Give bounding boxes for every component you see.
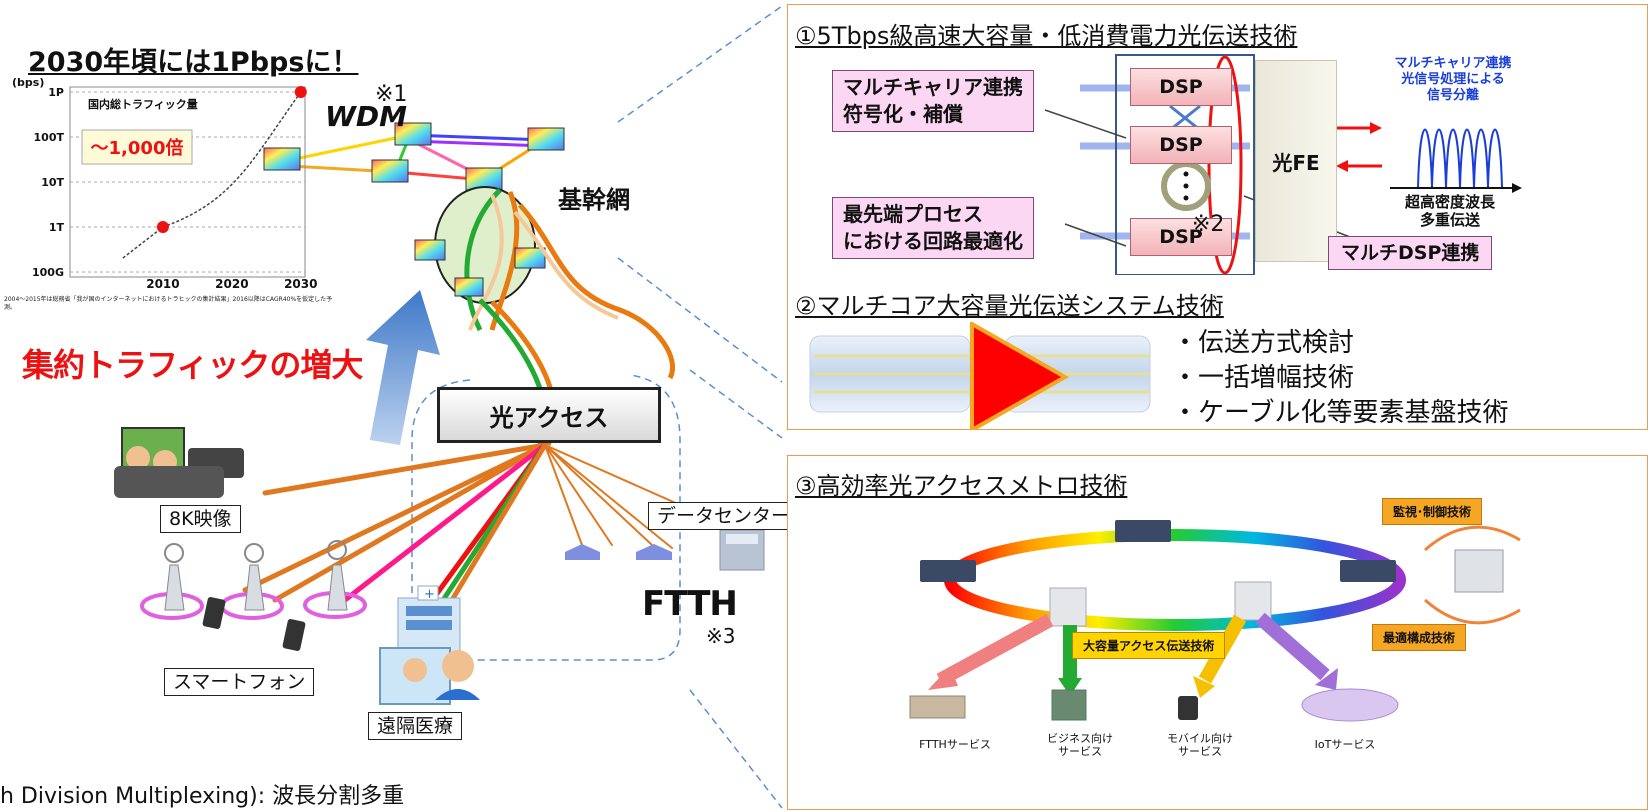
callout1-line2: 符号化・補償 [843,102,963,126]
callout2-line2: における回路最適化 [843,229,1023,253]
svc-business-label: ビジネス向け サービス [1040,732,1120,758]
signal-separation-label: マルチキャリア連携 光信号処理による 信号分離 [1388,56,1518,104]
chart-growth-curve [122,91,302,259]
left-network-diagram: + [114,5,783,809]
zoom-line-access [689,369,783,439]
sep-line1: マルチキャリア連携 [1394,56,1512,71]
home-icons [565,544,672,560]
zoom-line-bottom [689,689,783,809]
bullet-3: ・ケーブル化等要素基盤技術 [1172,398,1509,428]
traffic-arrow [366,290,440,445]
metro-ring [944,529,1406,631]
datacenter-label: データセンター [648,502,800,530]
callout2-line1: 最先端プロセス [843,202,983,226]
zoom-line-top [617,5,783,123]
svc-iot-label: IoTサービス [1314,738,1376,751]
zoom-line-mid [617,257,783,383]
svg-text:+: + [424,587,435,602]
callout-multicarrier: マルチキャリア連携 符号化・補償 [832,70,1034,132]
access-transmission-label: 大容量アクセス伝送技術 [1072,632,1226,659]
chart-y-tick: 1T [49,221,65,234]
chart-x-tick: 2030 [284,277,317,291]
sep-line2: 光信号処理による [1401,72,1505,87]
base-station-icons [140,540,367,620]
backbone-label: 基幹網 [558,186,630,214]
metro-ring-diagram [909,520,1521,722]
headline-text: 2030年頃には1Pbpsに！ [28,47,359,78]
dsp-group-outline [1115,54,1255,275]
telemedicine-label: 遠隔医療 [368,712,463,740]
ftth-label: FTTH [642,584,738,624]
wdm-note: ※1 [375,82,408,107]
red-loop-ellipse [1207,55,1243,275]
dsp-block-2: DSP [1130,126,1232,164]
optical-frontend-block: 光FE [1255,60,1337,262]
callout1-line1: マルチキャリア連携 [843,75,1023,99]
bullet-1: ・伝送方式検討 [1172,328,1355,358]
callout-process: 最先端プロセス における回路最適化 [832,197,1034,259]
chart-x-tick: 2010 [146,277,179,291]
svc-biz-line2: サービス [1058,745,1102,758]
chart-title: 国内総トラフィック量 [88,97,198,111]
8k-video-scene-icon [114,427,244,498]
optical-access-box: 光アクセス [437,387,661,443]
chart-y-unit: (bps) [12,76,44,89]
optimal-config-label: 最適構成技術 [1372,624,1467,651]
chart-data-point [294,86,307,98]
svc-mob-line1: モバイル向け [1167,732,1233,745]
chart-y-tick: 10T [41,176,64,189]
spectrum-plot [1410,128,1510,189]
panel2-bullets: ・伝送方式検討 ・一括増幅技術 ・ケーブル化等要素基盤技術 [1172,326,1508,431]
svc-mob-line2: サービス [1178,745,1222,758]
wdm-line2: 多重伝送 [1419,211,1480,229]
svc-ftth-label: FTTHサービス [919,738,991,751]
traffic-chart: 100G 1T 10T 100T 1P 2010 2020 2030 (bps) 国内総トラフィッ… [12,76,317,291]
chart-x-tick: 2020 [215,277,248,291]
wdm-nodes [263,122,565,191]
dsp-block-1: DSP [1130,68,1232,106]
panel2-heading: ②マルチコア大容量光伝送システム技術 [795,292,1224,320]
chart-annotation-box [81,129,193,165]
panel3-heading: ③高効率光アクセスメトロ技術 [795,472,1128,500]
chart-annotation: ～1,000倍 [91,137,184,159]
note-2: ※2 [1192,212,1225,237]
hospital-icon: + [397,585,461,657]
chart-y-tick: 100T [34,131,65,144]
datacenter-building-icon [719,529,765,571]
chart-source-note: 2004～2015年は総務省「我が国のインターネットにおけるトラヒックの集計結果… [4,296,333,311]
multicore-fiber-diagram [809,322,1151,430]
dense-wdm-label: 超高密度波長 多重伝送 [1380,193,1520,229]
ftth-note: ※3 [706,624,736,648]
amplifier-triangle-icon [970,322,1070,430]
chart-y-tick: 1P [48,86,64,99]
dsp-block-3: DSP [1130,218,1232,256]
multi-dsp-label: マルチDSP連携 [1328,236,1493,270]
wdm-line1: 超高密度波長 [1404,193,1495,211]
monitor-control-label: 監視･制御技術 [1382,498,1483,525]
svc-biz-line1: ビジネス向け [1047,732,1113,745]
smartphone-icons [202,597,306,651]
telemedicine-icon [379,647,480,705]
svc-mobile-label: モバイル向け サービス [1160,732,1240,758]
video-8k-label: 8K映像 [160,505,241,533]
panel1-heading: ①5Tbps級高速大容量・低消費電力光伝送技術 [795,22,1298,50]
chart-data-point [156,221,169,233]
bullet-2: ・一括増幅技術 [1172,363,1355,393]
sep-line3: 信号分離 [1426,88,1479,103]
footnote: h Division Multiplexing): 波長分割多重 [0,784,405,809]
smartphone-label: スマートフォン [164,668,315,696]
chart-y-tick: 100G [32,266,64,279]
access-links [242,442,733,628]
wdm-label: WDM [325,100,407,133]
traffic-increase-title: 集約トラフィックの増大 [22,346,363,384]
traffic-chart-headline: 2030年頃には1Pbpsに！ [4,40,358,79]
